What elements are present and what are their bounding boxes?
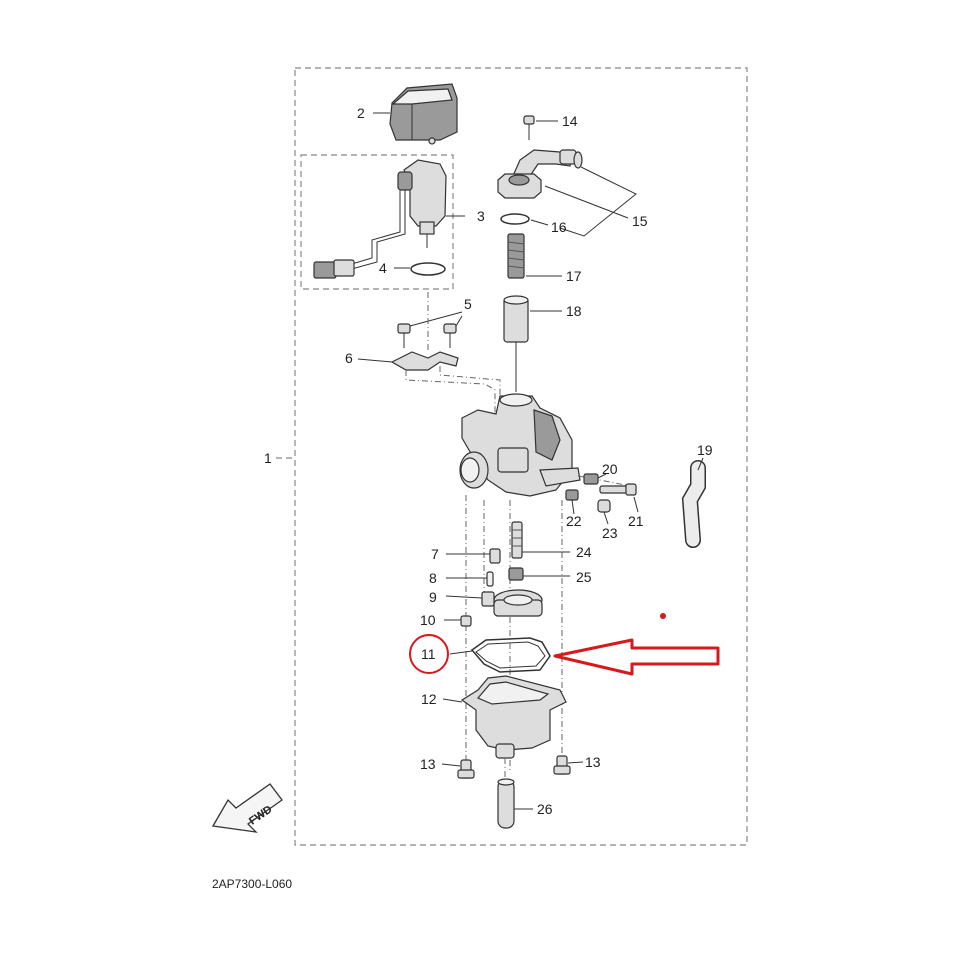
- part-piston-valve: [503, 295, 529, 392]
- label-10: 10: [420, 612, 436, 628]
- part-bracket: [390, 351, 459, 371]
- label-5: 5: [464, 296, 472, 312]
- part-gasket: [470, 637, 551, 673]
- label-5-leader: [409, 311, 463, 327]
- label-17: 17: [566, 268, 582, 284]
- part-screws: [397, 323, 457, 348]
- part-washer: [500, 213, 530, 225]
- label-11: 11: [421, 646, 436, 662]
- label-19: 19: [697, 442, 713, 458]
- part-spring-22: [565, 489, 579, 501]
- label-11-leader: [449, 650, 473, 655]
- part-spring-20: [583, 473, 599, 485]
- label-13-right: 13: [585, 754, 601, 770]
- label-22-leader: [571, 499, 575, 515]
- highlight-circle: [409, 634, 449, 674]
- label-20-leader: [597, 473, 607, 479]
- label-12: 12: [421, 691, 437, 707]
- label-20: 20: [602, 461, 618, 477]
- part-screw-23: [597, 499, 611, 513]
- label-9-leader: [445, 595, 483, 599]
- label-14: 14: [562, 113, 578, 129]
- label-22: 22: [566, 513, 582, 529]
- label-16: 16: [551, 219, 567, 235]
- label-18: 18: [566, 303, 582, 319]
- part-10: [460, 615, 472, 627]
- part-carburetor-body: [459, 393, 581, 497]
- label-8: 8: [429, 570, 437, 586]
- part-choke: [313, 159, 447, 279]
- label-6-leader: [357, 358, 393, 363]
- part-float: [481, 589, 543, 617]
- label-15: 15: [632, 213, 648, 229]
- part-cable-elbow: [497, 115, 583, 199]
- label-19-leader: [697, 457, 704, 471]
- label-23: 23: [602, 525, 618, 541]
- fwd-arrow: FWD: [211, 783, 283, 833]
- part-drain-tube: [497, 779, 515, 829]
- highlight-arrow: [553, 638, 720, 676]
- label-2: 2: [357, 105, 365, 121]
- part-o-ring: [410, 262, 446, 276]
- part-7: [489, 548, 501, 564]
- label-7: 7: [431, 546, 439, 562]
- part-main-jet: [508, 567, 524, 581]
- assembly-frame: [294, 67, 748, 846]
- label-6: 6: [345, 350, 353, 366]
- part-cap: [389, 83, 458, 145]
- label-12-leader: [442, 698, 463, 703]
- part-bowl-screws: [457, 755, 571, 779]
- part-8: [486, 571, 494, 587]
- part-float-bowl: [460, 675, 567, 759]
- label-13-left: 13: [420, 756, 436, 772]
- label-13b-leader: [567, 761, 584, 764]
- label-3: 3: [477, 208, 485, 224]
- label-4: 4: [379, 260, 387, 276]
- part-spring: [507, 233, 525, 279]
- highlight-dot: [660, 613, 666, 619]
- part-screw-21: [599, 483, 637, 496]
- label-9: 9: [429, 589, 437, 605]
- part-needle-jet: [511, 521, 523, 559]
- label-25: 25: [576, 569, 592, 585]
- label-16-leader: [530, 219, 549, 226]
- drawing-code: 2AP7300-L060: [212, 877, 292, 891]
- label-23-leader: [603, 511, 609, 525]
- label-26: 26: [537, 801, 553, 817]
- sub-assembly-frame: [300, 154, 454, 290]
- label-1: 1: [264, 450, 272, 466]
- label-15-leader: [544, 166, 637, 237]
- label-21: 21: [628, 513, 644, 529]
- label-21-leader: [633, 496, 639, 513]
- label-24: 24: [576, 544, 592, 560]
- label-13a-leader: [441, 763, 461, 767]
